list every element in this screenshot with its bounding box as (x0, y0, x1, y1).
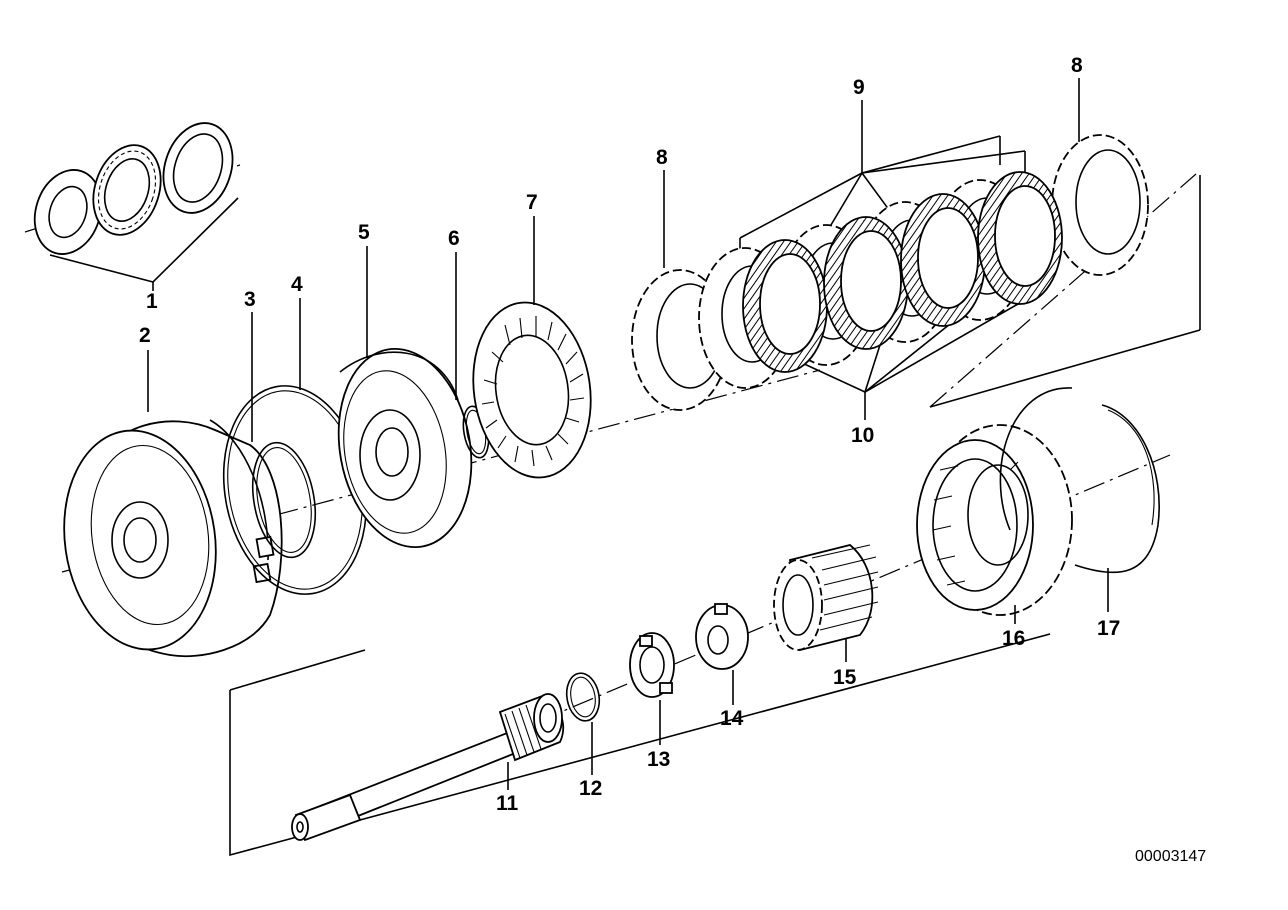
part-8-outer-plate-rear[interactable] (1051, 134, 1149, 276)
part-7-belleville-spring[interactable] (462, 295, 601, 485)
callout-5: 5 (358, 221, 370, 244)
part-1-thrust-bearing[interactable] (24, 114, 243, 263)
part-3-o-ring[interactable] (244, 438, 323, 563)
callout-14: 14 (720, 707, 744, 730)
part-5-clutch-piston[interactable] (324, 338, 487, 558)
part-12-o-ring[interactable] (563, 671, 603, 724)
part-13-lock-washer[interactable] (629, 632, 675, 698)
part-14-thrust-washer[interactable] (695, 603, 749, 670)
callout-1: 1 (146, 290, 158, 313)
part-11-input-shaft[interactable] (291, 693, 565, 842)
callout-labels: 1 2 3 4 5 6 7 8 8 9 10 11 12 13 14 15 16… (139, 54, 1120, 815)
callout-4: 4 (291, 273, 303, 296)
callout-17: 17 (1097, 617, 1120, 640)
part-2-torque-converter[interactable] (50, 419, 283, 659)
leader-lines (147, 78, 1109, 790)
callout-9: 9 (853, 76, 865, 99)
callout-16: 16 (1002, 627, 1025, 650)
callout-8-rear: 8 (1071, 54, 1083, 77)
callout-2: 2 (139, 324, 151, 347)
callout-15: 15 (833, 666, 857, 689)
part-16-ring-gear[interactable] (916, 424, 1073, 616)
callout-7: 7 (526, 191, 538, 214)
callout-12: 12 (579, 777, 602, 800)
callout-10: 10 (851, 424, 874, 447)
callout-8-front: 8 (656, 146, 668, 169)
callout-11: 11 (496, 792, 519, 815)
callout-6: 6 (448, 227, 460, 250)
callout-3: 3 (244, 288, 256, 311)
callout-13: 13 (647, 748, 670, 771)
drawing-number: 00003147 (1135, 848, 1206, 865)
part-17-snap-ring[interactable] (999, 387, 1160, 574)
part-15-sun-gear[interactable] (773, 544, 879, 652)
part-10-friction-discs[interactable] (742, 171, 1063, 373)
